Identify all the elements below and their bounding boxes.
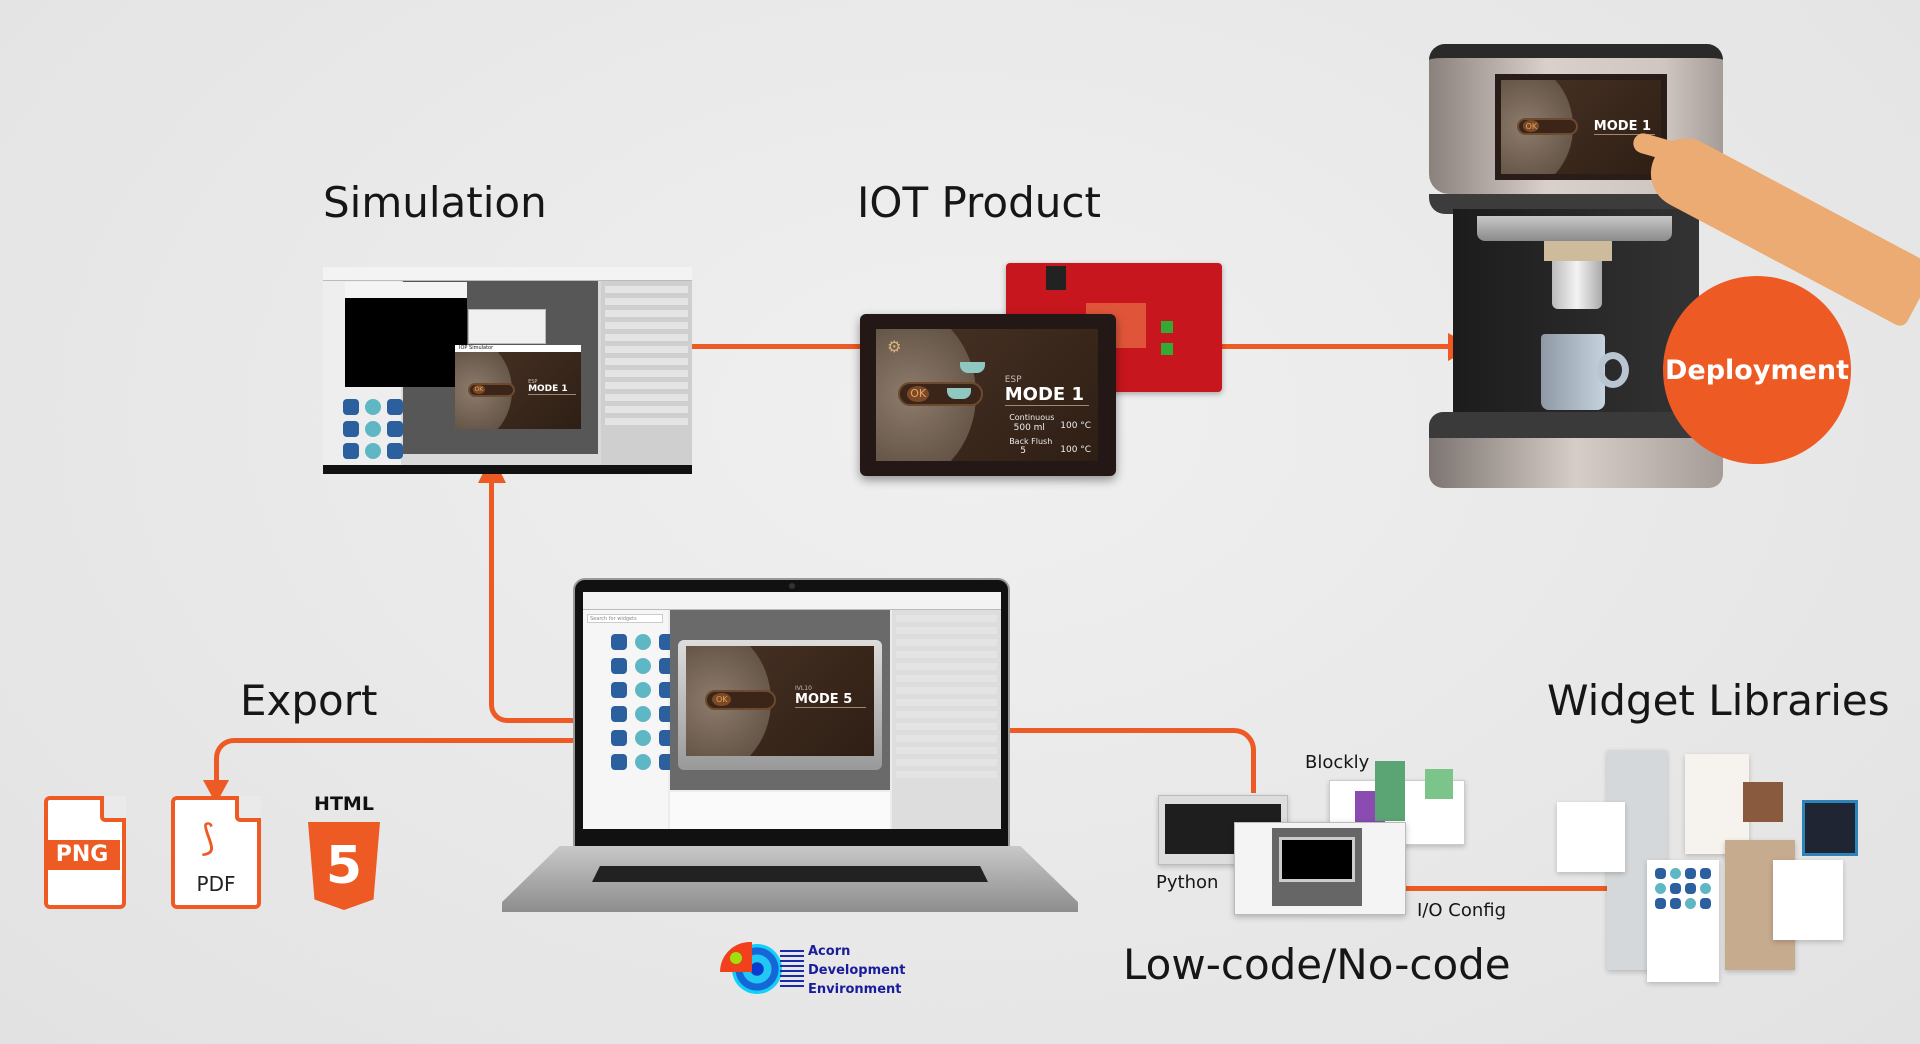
- deployment-badge: Deployment: [1663, 276, 1851, 464]
- temperature-2: 100 °C: [1060, 445, 1092, 456]
- connector-laptop-sim: [489, 480, 579, 723]
- taskbar: [323, 465, 692, 474]
- page-thumbnails: [670, 792, 890, 829]
- acorn-logo-text: Acorn Development Environment: [808, 942, 905, 999]
- coffee-machine: OK MODE 1: [1429, 44, 1723, 488]
- back-flush-label: Back Flush: [1009, 437, 1053, 447]
- design-canvas: OK IVL10 MODE 5: [670, 610, 890, 790]
- pdf-label: PDF: [196, 872, 236, 896]
- mode-label: MODE 1: [528, 384, 576, 396]
- low-code-title: Low-code/No-code: [1123, 940, 1511, 989]
- app-toolbar: [323, 267, 692, 281]
- widget-icons: [611, 634, 675, 770]
- iot-device: ⚙ OK ESP MODE 1 Continuous 500 ml Back F…: [860, 314, 1116, 476]
- esp-label: ESP: [528, 378, 538, 385]
- canvas-screen: OK IVL10 MODE 5: [686, 646, 874, 756]
- machine-base: [1429, 412, 1723, 488]
- cup-icon: [960, 362, 985, 373]
- acrobat-icon: ⟆: [201, 818, 216, 859]
- blockly-label: Blockly: [1305, 752, 1370, 773]
- simulation-title: Simulation: [323, 178, 547, 227]
- io-config-label: I/O Config: [1417, 900, 1507, 921]
- simulation-screenshot: IOP Simulator OK ESP MODE 1: [323, 267, 692, 474]
- simulator-window-title: IOP Simulator: [459, 345, 494, 351]
- ok-button: OK: [907, 385, 930, 402]
- machine-screen: OK MODE 1: [1495, 74, 1667, 180]
- export-title: Export: [240, 676, 378, 725]
- laptop: Search for widgets OK IVL10 MODE 5: [573, 578, 1010, 848]
- ide-screen: Search for widgets OK IVL10 MODE 5: [583, 592, 1001, 838]
- connector-laptop-export: [214, 738, 579, 782]
- png-label: PNG: [44, 840, 120, 870]
- continuous-label: Continuous: [1009, 413, 1055, 423]
- mode-label: MODE 1: [1593, 119, 1655, 136]
- logo-line-1: Acorn: [808, 944, 851, 959]
- widget-libraries-collage: [1555, 750, 1861, 982]
- properties-panel: [601, 281, 692, 465]
- simulator-screen: OK ESP MODE 1: [455, 352, 581, 429]
- ok-button: OK: [472, 385, 486, 395]
- io-config-screenshot: [1234, 822, 1406, 915]
- pdf-file-icon: ⟆ PDF: [171, 796, 261, 909]
- keyboard: [592, 866, 988, 882]
- acorn-logo-icon: [694, 942, 804, 998]
- simulator-window: IOP Simulator OK ESP MODE 1: [455, 345, 581, 429]
- ok-button: OK: [712, 693, 732, 707]
- connector-sim-iot: [692, 344, 862, 349]
- widget-libraries-title: Widget Libraries: [1547, 676, 1890, 725]
- info-dialog: [468, 309, 546, 344]
- laptop-base: [502, 846, 1078, 912]
- logo-line-3: Environment: [808, 982, 902, 997]
- back-flush-value: 5: [1020, 446, 1027, 457]
- logo-line-2: Development: [808, 963, 906, 978]
- widget-panel: Search for widgets: [583, 610, 675, 829]
- gear-icon: ⚙: [887, 336, 902, 356]
- mode-label: MODE 5: [795, 692, 867, 709]
- connector-lowcode-widgets: [1400, 886, 1610, 891]
- cup-icon-selected: [947, 388, 972, 399]
- esp-label: IVL10: [795, 684, 812, 692]
- camera-icon: [789, 583, 795, 589]
- png-file-icon: PNG: [44, 796, 126, 909]
- iot-product-title: IOT Product: [857, 178, 1101, 227]
- mode-label: MODE 1: [1004, 384, 1090, 407]
- widget-icons: [343, 399, 403, 459]
- html-label: HTML: [314, 793, 374, 815]
- ok-button: OK: [1523, 120, 1540, 132]
- connector-laptop-lowcode: [1005, 728, 1256, 793]
- taskbar: [583, 829, 1001, 838]
- connector-iot-deploy: [1222, 344, 1452, 349]
- html5-icon: 5: [308, 822, 380, 910]
- cup-icon: [1541, 334, 1605, 410]
- continuous-value: 500 ml: [1013, 422, 1045, 433]
- esp-label: ESP: [1004, 375, 1022, 386]
- console-window: [345, 282, 467, 387]
- ide-toolbar: [583, 592, 1001, 610]
- widget-search-input[interactable]: Search for widgets: [587, 614, 663, 623]
- temperature-1: 100 °C: [1060, 421, 1092, 432]
- device-screen: ⚙ OK ESP MODE 1 Continuous 500 ml Back F…: [876, 329, 1098, 461]
- python-label: Python: [1156, 872, 1219, 893]
- properties-panel: [892, 610, 1001, 829]
